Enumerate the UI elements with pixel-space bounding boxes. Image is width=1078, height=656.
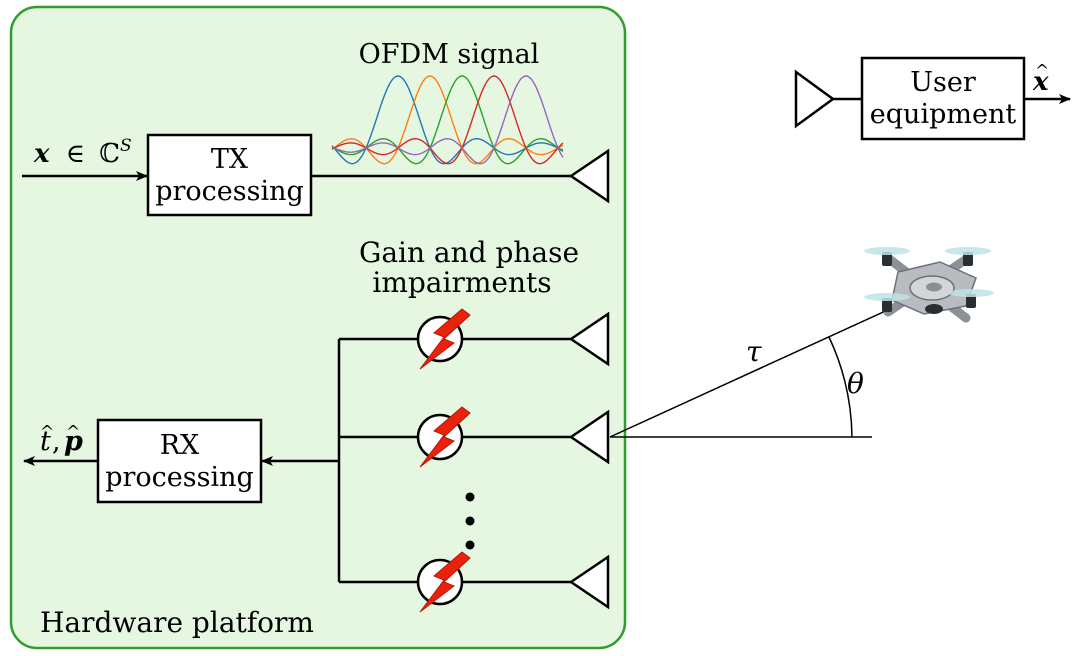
svg-text:^: ^ <box>40 422 54 442</box>
rx-output-label: t ^ , p ^ <box>40 422 83 457</box>
svg-text:^: ^ <box>66 422 80 442</box>
ellipsis-dot-3 <box>465 540 475 550</box>
ue-block <box>860 56 1026 141</box>
svg-text:t: t <box>40 426 51 457</box>
ofdm-subcarrier-waves <box>331 75 564 165</box>
ue-line1: User <box>910 67 976 98</box>
ue-line2: equipment <box>870 99 1017 130</box>
ofdm-subcarrier-3 <box>331 75 564 165</box>
line-of-sight-path <box>609 307 893 438</box>
ofdm-subcarrier-2 <box>331 75 564 165</box>
rx-antenna-2 <box>568 409 610 465</box>
rx-processing-line2: processing <box>105 462 254 493</box>
ellipsis-dot-1 <box>465 492 475 502</box>
ellipsis-dot-2 <box>465 516 475 526</box>
tx-input-label: x ∈ ℂS <box>33 136 132 169</box>
rx-antenna-1 <box>568 311 610 367</box>
tx-antenna <box>568 148 610 204</box>
ue-output-hat: ^ <box>1035 61 1049 81</box>
rx-antenna-3 <box>568 554 610 610</box>
ofdm-signal-label: OFDM signal <box>359 39 540 70</box>
svg-text:p: p <box>64 426 83 457</box>
ue-output-label: x <box>1032 67 1049 97</box>
drone-target <box>864 247 994 323</box>
hardware-platform-label: Hardware platform <box>40 606 314 639</box>
tx-processing-line1: TX <box>211 144 249 175</box>
rx-processing-block <box>96 418 263 504</box>
ofdm-subcarrier-4 <box>331 75 564 165</box>
impairments-line1: Gain and phase <box>359 236 579 269</box>
svg-text:,: , <box>52 426 61 457</box>
ofdm-subcarrier-5 <box>331 75 564 165</box>
rx-processing-line1: RX <box>160 430 200 461</box>
angle-label: θ <box>847 367 864 400</box>
ue-antenna <box>794 69 836 129</box>
hardware-platform-box <box>9 5 627 650</box>
angle-arc <box>828 336 853 438</box>
impairments-line2: impairments <box>372 266 551 299</box>
tx-processing-line2: processing <box>155 176 304 207</box>
delay-label: τ <box>746 335 762 368</box>
